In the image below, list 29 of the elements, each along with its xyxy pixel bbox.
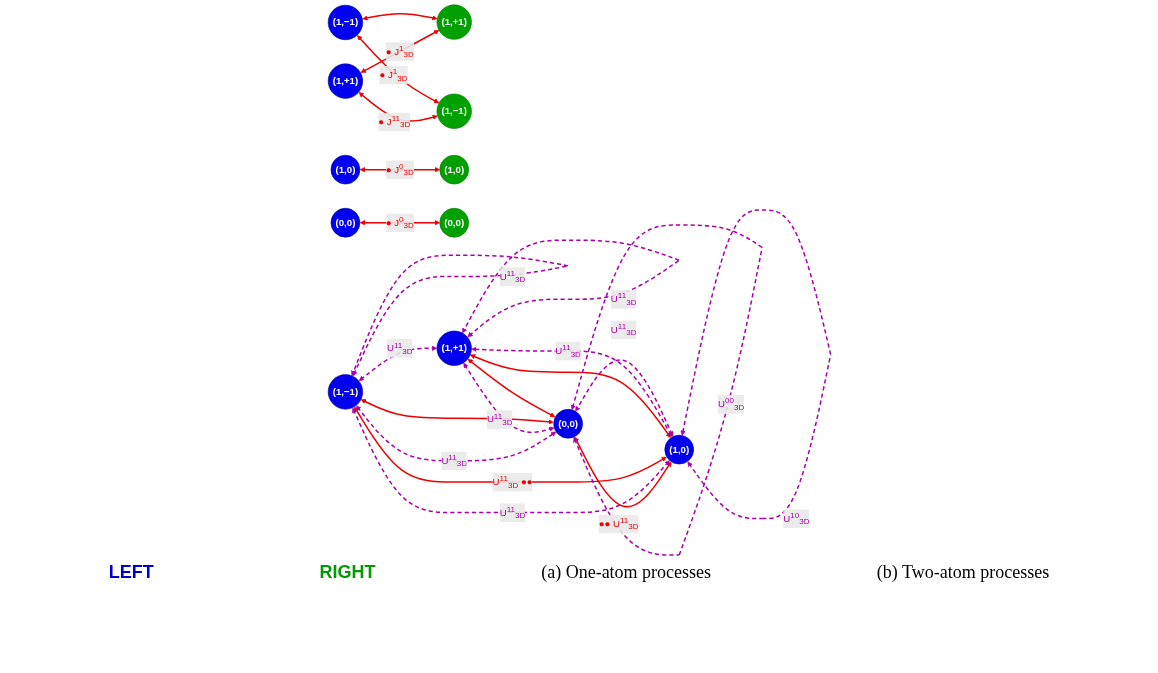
node-circle: (0,0) bbox=[330, 207, 360, 238]
arrow bbox=[467, 358, 555, 418]
node-circle: (1,0) bbox=[439, 154, 469, 185]
arrow bbox=[350, 254, 569, 377]
arrow bbox=[574, 359, 673, 437]
column-label: RIGHT bbox=[318, 561, 377, 584]
arrow bbox=[358, 345, 437, 382]
edge-label: U$^{11}$$_{3D}$ ●● bbox=[492, 474, 533, 490]
node-circle: (0,0) bbox=[439, 207, 469, 238]
arrow bbox=[462, 362, 554, 434]
arrow bbox=[570, 224, 763, 556]
node-circle: (1,−1) bbox=[327, 4, 363, 40]
node-circle: (1,+1) bbox=[436, 330, 472, 366]
node-circle: (1,0) bbox=[330, 154, 360, 185]
arrow bbox=[360, 30, 439, 73]
node-circle: (1,+1) bbox=[327, 63, 363, 99]
arrow bbox=[356, 35, 439, 104]
column-label: LEFT bbox=[107, 561, 155, 584]
node-circle: (0,0) bbox=[552, 409, 583, 439]
caption-text: (b) Two-atom processes bbox=[875, 561, 1051, 584]
node-circle: (1,−1) bbox=[327, 374, 363, 410]
arrow bbox=[574, 436, 672, 508]
node-circle: (1,−1) bbox=[436, 93, 472, 129]
node-circle: (1,+1) bbox=[436, 4, 472, 40]
caption-text: (a) One-atom processes bbox=[540, 561, 713, 584]
arrow bbox=[355, 405, 556, 462]
arrow bbox=[680, 209, 831, 520]
arrow bbox=[361, 13, 438, 21]
node-circle: (1,0) bbox=[664, 434, 694, 465]
